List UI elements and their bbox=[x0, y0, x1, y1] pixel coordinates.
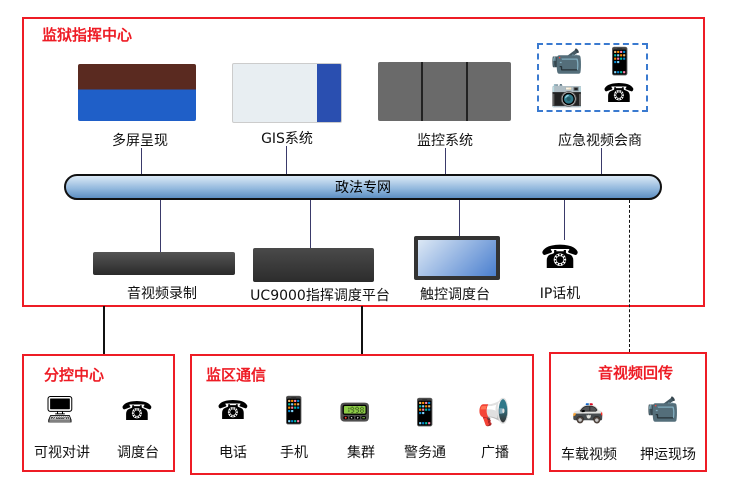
connector bbox=[601, 148, 602, 175]
command-center-box bbox=[22, 17, 705, 307]
link-prison-comm bbox=[361, 306, 363, 354]
uc9000-platform-image bbox=[253, 248, 374, 282]
connector bbox=[160, 200, 161, 252]
label-multi-screen: 多屏呈现 bbox=[112, 133, 168, 149]
police-car-icon: 🚓 bbox=[571, 395, 605, 425]
label-video-intercom: 可视对讲 bbox=[34, 445, 90, 461]
label-trunking: 集群 bbox=[347, 445, 375, 461]
label-gis: GIS系统 bbox=[261, 131, 313, 147]
link-sub-center bbox=[103, 306, 105, 354]
av-return-title: 音视频回传 bbox=[598, 364, 674, 382]
touch-console-image bbox=[414, 236, 500, 280]
video-phone-icon: ☎ bbox=[602, 79, 636, 109]
label-police-link: 警务通 bbox=[404, 445, 446, 461]
emergency-devices-group: 📹 📱 📷 ☎ bbox=[537, 43, 648, 112]
connector bbox=[564, 200, 565, 240]
smartphone-icon: 📱 bbox=[603, 47, 637, 77]
dispatch-desk-icon: ☎ bbox=[120, 397, 154, 427]
label-mobile: 手机 bbox=[280, 445, 308, 461]
prison-comm-box bbox=[190, 354, 534, 475]
sub-center-title: 分控中心 bbox=[44, 366, 105, 384]
network-label: 政法专网 bbox=[335, 180, 391, 196]
sub-center-box bbox=[22, 354, 175, 472]
label-vehicle-video: 车载视频 bbox=[561, 447, 617, 463]
telephone-icon: ☎ bbox=[216, 396, 250, 426]
video-intercom-icon: 🖥 bbox=[43, 395, 77, 425]
label-broadcast: 广播 bbox=[481, 445, 509, 461]
label-av-recording: 音视频录制 bbox=[127, 286, 197, 302]
label-phone: 电话 bbox=[219, 445, 247, 461]
mobile-phone-icon: 📱 bbox=[277, 396, 311, 426]
police-phone-icon: 📱 bbox=[408, 398, 442, 428]
prison-comm-title: 监区通信 bbox=[206, 366, 267, 384]
link-av-return bbox=[629, 200, 630, 352]
connector bbox=[445, 148, 446, 175]
label-dispatch-desk: 调度台 bbox=[117, 445, 159, 461]
loudspeaker-icon: 📢 bbox=[477, 398, 511, 428]
ip-phone-icon: ☎ bbox=[540, 238, 580, 276]
cctv-camera-icon: 📷 bbox=[550, 79, 584, 109]
walkie-talkie-icon: 📟 bbox=[338, 398, 372, 428]
command-center-title: 监狱指挥中心 bbox=[42, 26, 133, 44]
multi-screen-image bbox=[78, 64, 196, 121]
label-uc9000: UC9000指挥调度平台 bbox=[250, 288, 390, 304]
monitoring-wall-image bbox=[378, 62, 511, 121]
surveillance-camera-icon: 📹 bbox=[646, 395, 680, 425]
label-ip-phone: IP话机 bbox=[539, 286, 581, 302]
ptz-camera-icon: 📹 bbox=[550, 47, 584, 77]
gis-map-image bbox=[232, 63, 342, 123]
connector bbox=[310, 200, 311, 248]
label-emergency-video: 应急视频会商 bbox=[558, 133, 642, 149]
connector bbox=[286, 146, 287, 175]
label-touch-console: 触控调度台 bbox=[420, 287, 490, 303]
av-return-box bbox=[549, 352, 707, 472]
label-monitoring: 监控系统 bbox=[417, 133, 473, 149]
connector bbox=[459, 200, 460, 237]
connector bbox=[141, 148, 142, 175]
network-pipe: 政法专网 bbox=[64, 174, 662, 200]
av-recorder-image bbox=[93, 252, 235, 275]
label-escort-scene: 押运现场 bbox=[640, 447, 696, 463]
